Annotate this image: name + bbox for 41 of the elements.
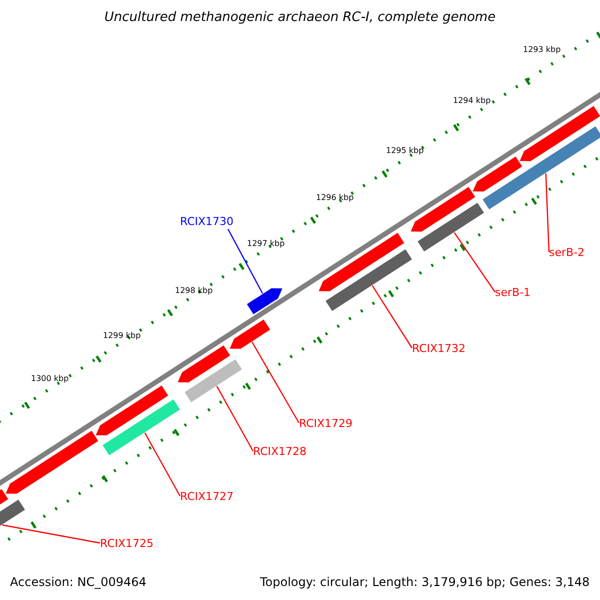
tick-label: 1295 kbp bbox=[386, 146, 424, 156]
tick-label: 1297 kbp bbox=[247, 239, 285, 249]
gene-feature bbox=[520, 106, 600, 162]
map-title: Uncultured methanogenic archaeon RC-I, complete genome bbox=[104, 10, 496, 25]
tick-label: 1293 kbp bbox=[523, 45, 561, 55]
tick-label: 1294 kbp bbox=[453, 96, 491, 106]
gene-label: serB-1 bbox=[495, 286, 531, 300]
gene-feature bbox=[418, 202, 484, 252]
gene-feature bbox=[102, 399, 180, 456]
leader-line bbox=[372, 285, 412, 348]
tick-label: 1298 kbp bbox=[175, 286, 213, 296]
tick-label: 1300 kbp bbox=[31, 374, 69, 384]
leader-line bbox=[545, 173, 550, 252]
gene-feature bbox=[246, 288, 282, 314]
gene-label: serB-2 bbox=[549, 246, 585, 260]
leader-line bbox=[216, 386, 254, 452]
gene-feature bbox=[96, 386, 168, 436]
gene-label: RCIX1728 bbox=[253, 445, 307, 458]
gene-feature bbox=[472, 156, 522, 192]
gene-feature bbox=[318, 232, 404, 292]
gene-label: RCIX1727 bbox=[180, 490, 234, 504]
tick-label: 1299 kbp bbox=[103, 331, 141, 341]
gene-label: RCIX1732 bbox=[412, 342, 466, 356]
gene-feature bbox=[410, 186, 476, 232]
gene-feature bbox=[326, 249, 412, 311]
gene-feature bbox=[184, 359, 242, 402]
leader-line bbox=[144, 432, 181, 496]
gene-feature bbox=[6, 430, 98, 494]
gene-feature bbox=[178, 345, 230, 382]
gene-label: RCIX1730 bbox=[180, 215, 234, 228]
gene-label: RCIX1729 bbox=[299, 417, 353, 430]
leader-line bbox=[2, 524, 100, 544]
leader-line bbox=[454, 232, 496, 292]
leader-line bbox=[252, 342, 300, 424]
tick-label: 1296 kbp bbox=[316, 193, 354, 203]
gene-feature bbox=[482, 126, 600, 210]
accession-text: Accession: NC_009464 bbox=[10, 575, 146, 590]
genome-summary: Topology: circular; Length: 3,179,916 bp; Genes: 3,148 bbox=[260, 575, 590, 590]
gene-label: RCIX1725 bbox=[100, 537, 154, 550]
gene-feature bbox=[230, 320, 270, 349]
leader-line bbox=[227, 228, 264, 294]
